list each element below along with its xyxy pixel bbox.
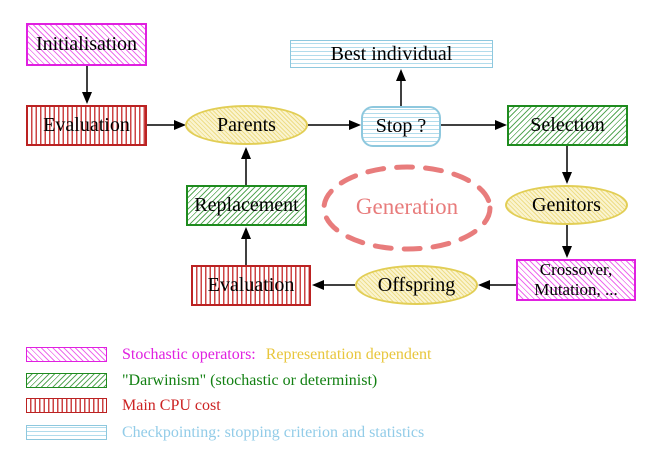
arrow-selection-to-genitors [562,146,572,184]
node-crossover-mutation-label: Crossover, Mutation, ... [534,260,618,299]
arrow-evaluation-to-replacement [241,227,251,265]
arrow-crossover-to-offspring [478,280,516,290]
generation-label: Generation [355,194,459,219]
node-initialisation: Initialisation [26,23,147,66]
arrow-offspring-to-evaluation [312,280,355,290]
arrow-replacement-to-parents [241,147,251,185]
node-offspring: Offspring [355,265,478,305]
node-evaluation-bottom: Evaluation [191,265,311,306]
arrow-stop-to-best-individual [396,69,406,106]
node-genitors: Genitors [505,185,628,225]
node-evaluation-top-label: Evaluation [43,114,130,136]
node-best-individual-label: Best individual [330,42,453,65]
crossover-line1: Crossover, [539,260,613,280]
legend-swatch-checkpointing [26,425,107,440]
node-genitors-label: Genitors [532,193,601,216]
node-stop: Stop ? [361,106,441,147]
arrow-initialisation-to-evaluation [82,66,92,104]
node-selection: Selection [507,105,628,146]
node-offspring-label: Offspring [377,273,456,296]
legend-row-main-cpu-cost: Main CPU cost [122,397,221,414]
arrow-evaluation-to-parents [147,120,186,130]
node-crossover-mutation: Crossover, Mutation, ... [516,259,636,301]
legend-swatch-main-cpu-cost [26,398,107,413]
legend-swatch-darwinism [26,373,107,388]
crossover-line2: Mutation, ... [534,280,618,299]
node-selection-label: Selection [530,114,605,136]
node-evaluation-bottom-label: Evaluation [207,274,295,296]
node-replacement: Replacement [186,185,307,226]
legend-row-stochastic-operators: Stochastic operators: Representation depe… [122,346,431,363]
legend-representation-label: Representation dependent [265,346,432,363]
legend-stochastic-label: Stochastic operators: [122,346,256,363]
legend-row-darwinism: "Darwinism" (stochastic or determinist) [122,372,378,389]
arrow-genitors-to-crossover [562,225,572,258]
node-parents-label: Parents [217,113,276,136]
node-replacement-label: Replacement [194,194,299,216]
arrow-stop-to-selection [441,120,507,130]
node-initialisation-label: Initialisation [35,33,138,55]
generation-dashed-ellipse [321,164,493,252]
legend-row-checkpointing: Checkpointing: stopping criterion and st… [122,424,425,441]
node-best-individual: Best individual [290,40,493,68]
arrow-parents-to-stop [308,120,361,130]
node-stop-label: Stop ? [375,115,427,137]
node-evaluation-top: Evaluation [26,105,147,146]
legend-swatch-stochastic-operators [26,347,107,362]
node-parents: Parents [185,105,308,145]
